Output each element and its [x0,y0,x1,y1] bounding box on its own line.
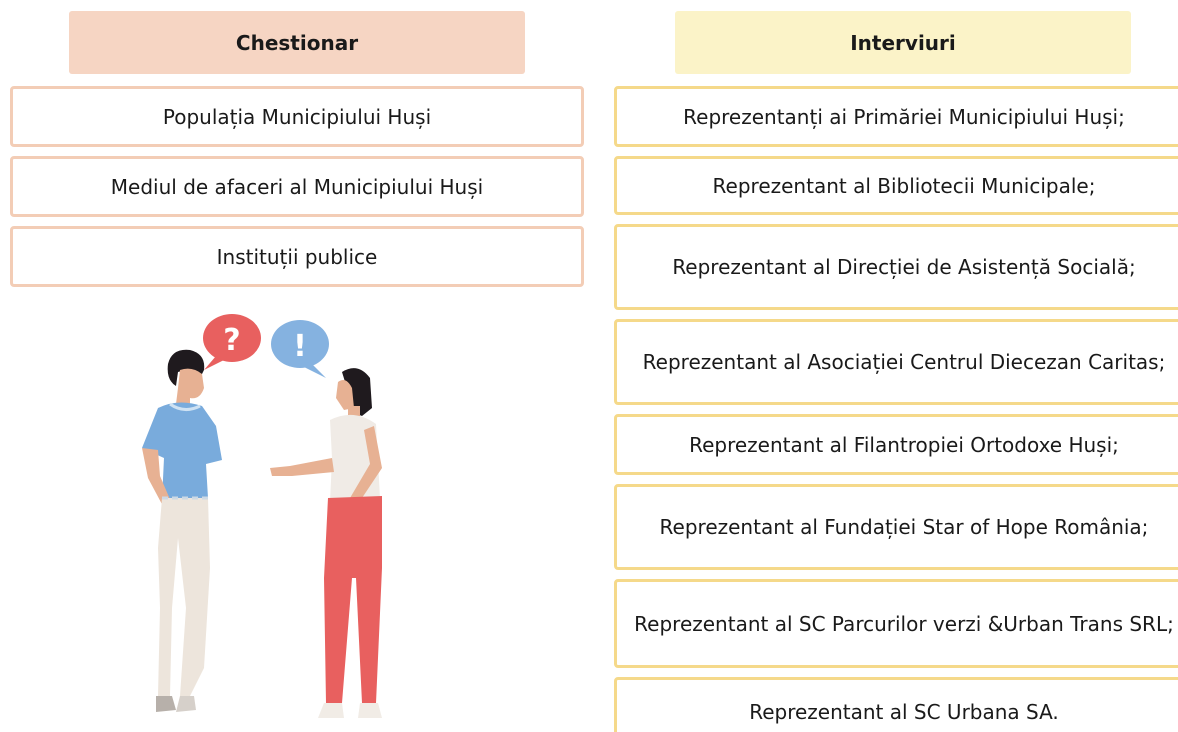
interviuri-item-directia-asistenta: Reprezentant al Direcției de Asistență S… [614,224,1178,310]
chestionar-item-label: Populația Municipiului Huși [162,104,432,129]
interviuri-item-filantropia: Reprezentant al Filantropiei Ortodoxe Hu… [614,414,1178,475]
interviuri-item-label: Reprezentant al Fundației Star of Hope R… [659,515,1149,539]
interviuri-header: Interviuri [675,11,1131,74]
chestionar-item-label: Instituții publice [216,244,378,269]
interviuri-item-label: Reprezentant al Direcției de Asistență S… [672,255,1136,279]
interviuri-item-label: Reprezentant al SC Parcurilor verzi &Urb… [634,611,1174,636]
question-mark-symbol: ? [223,323,240,358]
chestionar-item-mediul-de-afaceri: Mediul de afaceri al Municipiului Huși [10,156,584,217]
chestionar-item-populatie: Populația Municipiului Huși [10,86,584,147]
interviuri-item-label: Reprezentant al Asociației Centrul Diece… [642,350,1166,374]
man-figure [142,349,222,712]
interviuri-header-label: Interviuri [850,30,956,55]
conversation-illustration: ? ! [142,314,382,718]
interviuri-item-star-of-hope: Reprezentant al Fundației Star of Hope R… [614,484,1178,570]
chestionar-header: Chestionar [69,11,525,74]
interviuri-item-label: Reprezentanți ai Primăriei Municipiului … [683,104,1125,129]
interviuri-item-label: Reprezentant al Filantropiei Ortodoxe Hu… [689,432,1119,457]
exclamation-mark-symbol: ! [293,329,307,364]
interviuri-item-label: Reprezentant al Bibliotecii Municipale; [712,173,1096,198]
interviuri-item-parcuri-urban-trans: Reprezentant al SC Parcurilor verzi &Urb… [614,579,1178,668]
interviuri-item-label: Reprezentant al SC Urbana SA. [749,700,1059,724]
chestionar-item-label: Mediul de afaceri al Municipiului Huși [110,174,484,199]
chestionar-item-institutii-publice: Instituții publice [10,226,584,287]
interviuri-item-biblioteca: Reprezentant al Bibliotecii Municipale; [614,156,1178,215]
interviuri-item-caritas: Reprezentant al Asociației Centrul Diece… [614,319,1178,405]
chestionar-header-label: Chestionar [235,30,359,55]
interviuri-item-urbana: Reprezentant al SC Urbana SA. [614,677,1178,732]
woman-figure [270,368,382,718]
interviuri-item-primarie: Reprezentanți ai Primăriei Municipiului … [614,86,1178,147]
exclamation-bubble-icon: ! [271,320,329,378]
question-bubble-icon: ? [203,314,261,370]
